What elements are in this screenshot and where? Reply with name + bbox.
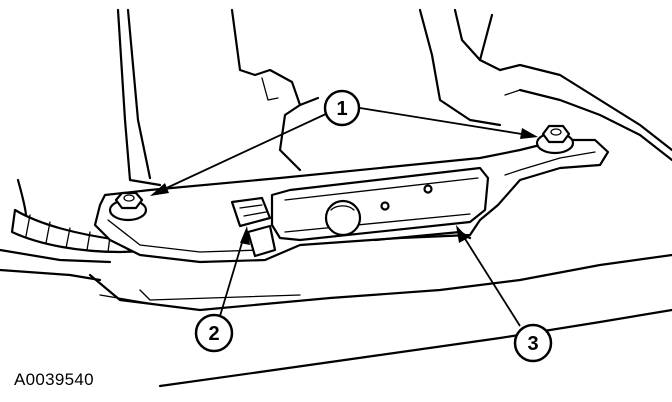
figure-id: A0039540 <box>14 370 94 389</box>
callout-3: 3 <box>456 225 553 363</box>
svg-text:2: 2 <box>208 323 219 345</box>
bolt-left <box>108 191 148 222</box>
module-body <box>270 166 490 242</box>
callout-2: 2 <box>194 226 250 353</box>
svg-text:1: 1 <box>336 98 347 120</box>
bolt-right <box>535 124 575 155</box>
callout-1: 1 <box>150 89 538 196</box>
upper-body-structure <box>116 8 672 187</box>
floor-panel <box>0 248 672 388</box>
svg-text:3: 3 <box>527 333 538 355</box>
electrical-connector <box>230 196 277 258</box>
